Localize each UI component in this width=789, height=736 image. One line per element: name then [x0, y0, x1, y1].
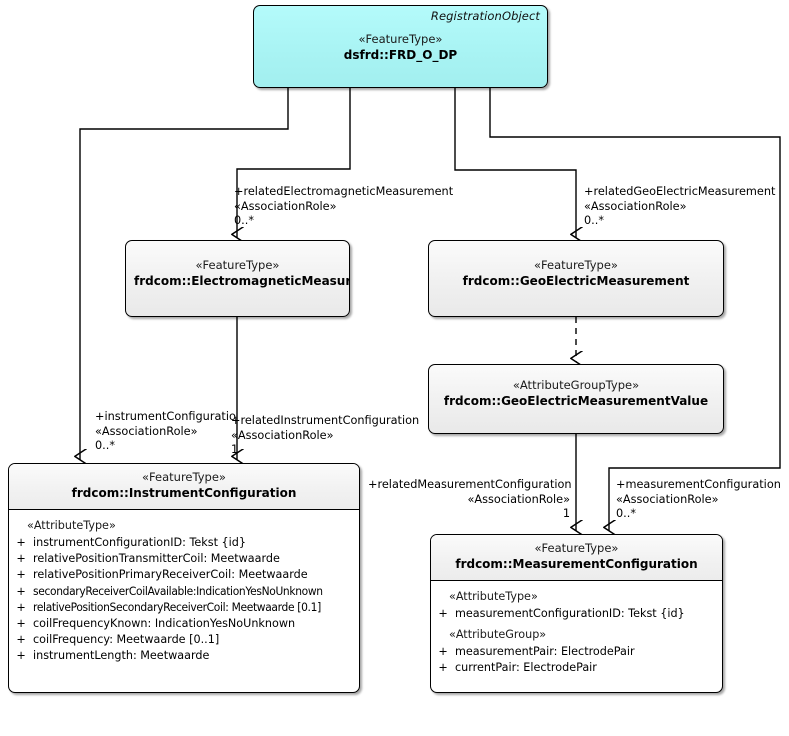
attribute-text: coilFrequencyKnown: IndicationYesNoUnkno… — [33, 617, 296, 631]
class-header: «AttributeGroupType» frdcom::GeoElectric… — [429, 365, 723, 417]
association-multiplicity: 0..* — [234, 214, 255, 228]
attribute-text: relativePositionPrimaryReceiverCoil: Mee… — [33, 568, 308, 582]
class-stereotype: «FeatureType» — [534, 258, 618, 272]
class-header: «FeatureType» frdcom::MeasurementConfigu… — [431, 535, 722, 581]
class-box-frd-o-dp[interactable]: RegistrationObject «FeatureType» dsfrd::… — [253, 5, 548, 88]
class-box-electromagnetic-measurement[interactable]: «FeatureType» frdcom::ElectromagneticMea… — [125, 240, 350, 317]
attribute-row: + relativePositionTransmitterCoil: Meetw… — [9, 551, 359, 567]
attribute-visibility: + — [438, 645, 448, 659]
association-multiplicity: 0..* — [584, 214, 605, 228]
attribute-group-label: «AttributeGroup» — [449, 628, 547, 642]
class-name: frdcom::GeoElectricMeasurement — [462, 274, 690, 288]
class-header: «FeatureType» frdcom::GeoElectricMeasure… — [429, 241, 723, 297]
association-stereotype: «AssociationRole» — [467, 492, 571, 506]
attribute-compartment: «AttributeType» + instrumentConfiguratio… — [9, 510, 359, 671]
attribute-text: measurementConfigurationID: Tekst {id} — [455, 607, 685, 620]
attribute-text: instrumentLength: Meetwaarde — [33, 649, 210, 663]
class-stereotype: «FeatureType» — [358, 32, 443, 46]
class-stereotype: «FeatureType» — [534, 541, 619, 555]
class-name: frdcom::InstrumentConfiguration — [71, 486, 297, 500]
attribute-row: + relativePositionPrimaryReceiverCoil: M… — [9, 567, 359, 583]
association-label-measurement-configuration: +measurementConfiguration «AssociationRo… — [616, 478, 781, 522]
class-name: dsfrd::FRD_O_DP — [343, 48, 458, 62]
association-stereotype: «AssociationRole» — [231, 428, 334, 442]
attribute-visibility: + — [16, 633, 26, 647]
association-role: +relatedMeasurementConfiguration — [368, 478, 572, 491]
association-label-related-electromagnetic-measurement: +relatedElectromagneticMeasurement «Asso… — [234, 185, 453, 229]
association-role: +measurementConfiguration — [616, 478, 781, 491]
class-box-instrument-configuration[interactable]: «FeatureType» frdcom::InstrumentConfigur… — [8, 463, 360, 693]
attribute-visibility: + — [16, 568, 26, 582]
attribute-visibility: + — [16, 584, 26, 598]
attribute-visibility: + — [16, 617, 26, 631]
attribute-compartment: «AttributeType» + measurementConfigurati… — [431, 581, 722, 683]
association-multiplicity: 0..* — [616, 507, 637, 521]
association-label-related-geoelectric-measurement: +relatedGeoElectricMeasurement «Associat… — [584, 185, 775, 229]
association-label-instrument-configuration: +instrumentConfiguratio «AssociationRole… — [95, 410, 236, 454]
edge-related-geoelectric-measurement — [454, 88, 576, 238]
class-stereotype: «AttributeGroupType» — [512, 378, 640, 392]
association-role: +instrumentConfiguratio — [95, 410, 236, 423]
attribute-visibility: + — [16, 649, 26, 663]
association-multiplicity: 1 — [562, 507, 570, 521]
attribute-row: + currentPair: ElectrodePair — [431, 660, 722, 676]
attribute-visibility: + — [16, 600, 26, 614]
attribute-text: measurementPair: ElectrodePair — [455, 645, 635, 659]
association-stereotype: «AssociationRole» — [95, 424, 198, 438]
class-name: frdcom::GeoElectricMeasurementValue — [443, 394, 709, 408]
attribute-row: + instrumentConfigurationID: Tekst {id} — [9, 535, 359, 551]
association-role: +relatedGeoElectricMeasurement — [584, 185, 776, 198]
attribute-text: coilFrequency: Meetwaarde [0..1] — [33, 633, 220, 647]
attribute-group-label: «AttributeType» — [449, 590, 538, 603]
association-role: +relatedElectromagneticMeasurement — [234, 185, 454, 198]
class-name: frdcom::ElectromagneticMeasurement — [134, 274, 350, 288]
association-stereotype: «AssociationRole» — [234, 199, 337, 213]
attribute-text: secondaryReceiverCoilAvailable:Indicatio… — [33, 584, 323, 598]
class-stereotype: «FeatureType» — [195, 258, 280, 272]
attribute-row: + instrumentLength: Meetwaarde — [9, 648, 359, 664]
class-stereotype: «FeatureType» — [142, 470, 226, 484]
association-label-related-instrument-configuration: +relatedInstrumentConfiguration «Associa… — [231, 414, 419, 458]
attribute-row: + coilFrequencyKnown: IndicationYesNoUnk… — [9, 616, 359, 632]
class-box-geoelectric-measurement-value[interactable]: «AttributeGroupType» frdcom::GeoElectric… — [428, 364, 724, 434]
class-tagline: RegistrationObject — [430, 9, 540, 23]
attribute-text: relativePositionSecondaryReceiverCoil: M… — [33, 600, 321, 614]
class-name: frdcom::MeasurementConfiguration — [455, 557, 698, 571]
attribute-row: + measurementPair: ElectrodePair — [431, 644, 722, 660]
attribute-row: + coilFrequency: Meetwaarde [0..1] — [9, 632, 359, 648]
association-stereotype: «AssociationRole» — [616, 492, 719, 506]
class-box-geoelectric-measurement[interactable]: «FeatureType» frdcom::GeoElectricMeasure… — [428, 240, 724, 317]
association-multiplicity: 1 — [231, 443, 239, 457]
class-header: «FeatureType» frdcom::ElectromagneticMea… — [126, 241, 349, 297]
association-label-related-measurement-configuration: +relatedMeasurementConfiguration «Associ… — [368, 478, 572, 522]
attribute-visibility: + — [16, 552, 26, 566]
association-multiplicity: 0..* — [95, 439, 116, 453]
association-stereotype: «AssociationRole» — [584, 199, 687, 213]
class-header: «FeatureType» frdcom::InstrumentConfigur… — [9, 464, 359, 510]
class-box-measurement-configuration[interactable]: «FeatureType» frdcom::MeasurementConfigu… — [430, 534, 723, 693]
attribute-row: + relativePositionSecondaryReceiverCoil:… — [9, 600, 359, 616]
attribute-visibility: + — [16, 536, 26, 549]
attribute-text: relativePositionTransmitterCoil: Meetwaa… — [33, 552, 280, 566]
attribute-row: + measurementConfigurationID: Tekst {id} — [431, 606, 722, 622]
association-role: +relatedInstrumentConfiguration — [231, 414, 420, 427]
attribute-group-label: «AttributeType» — [27, 519, 116, 532]
attribute-text: instrumentConfigurationID: Tekst {id} — [33, 536, 246, 549]
attribute-row: + secondaryReceiverCoilAvailable:Indicat… — [9, 584, 359, 600]
class-header: «FeatureType» dsfrd::FRD_O_DP — [254, 6, 547, 71]
attribute-visibility: + — [438, 607, 448, 620]
attribute-text: currentPair: ElectrodePair — [455, 661, 597, 675]
attribute-visibility: + — [438, 661, 448, 675]
